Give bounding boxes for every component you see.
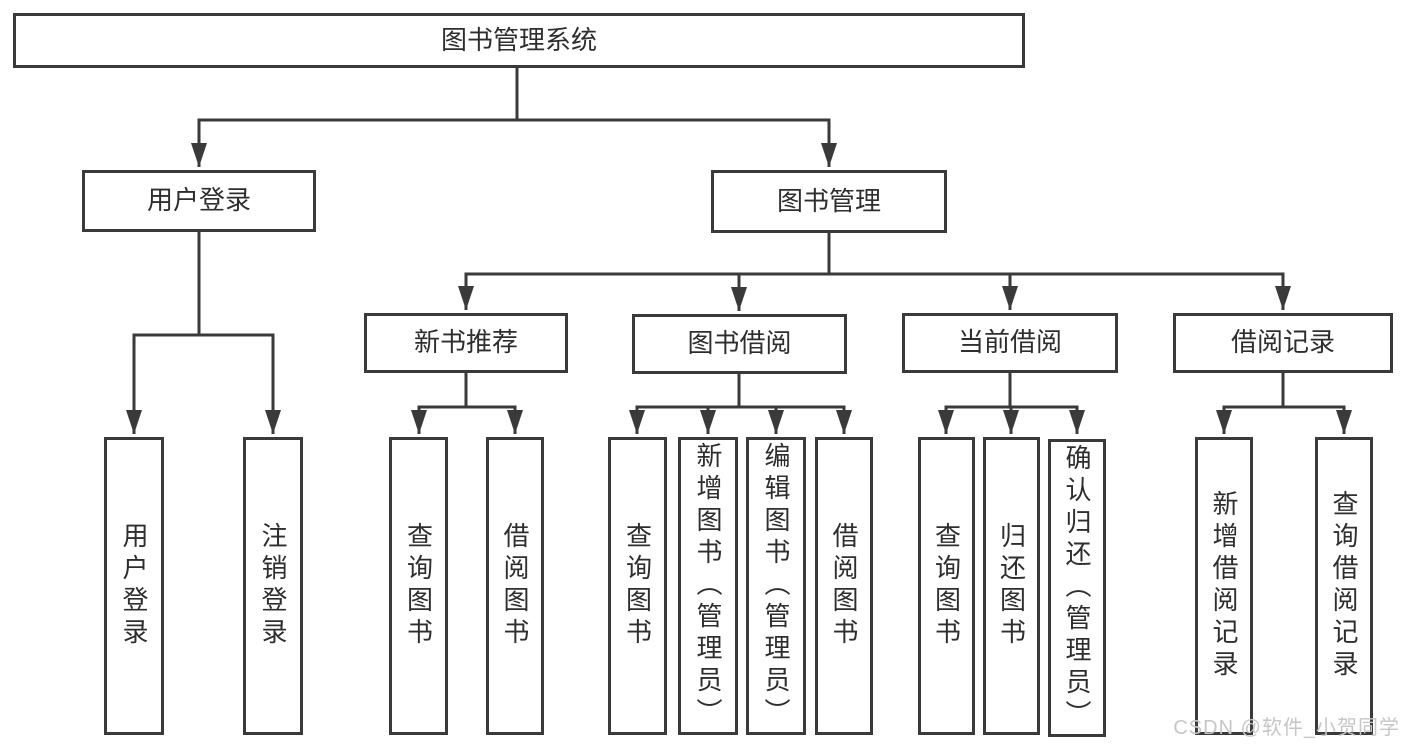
connectors-root-to-level2 [191, 68, 837, 167]
node-root-system: 图书管理系统 [13, 13, 1025, 68]
leaf-logout-login: 注销登录 [243, 437, 303, 735]
connectors-current-borrowing-children [938, 373, 1085, 434]
connectors-borrowing-records-children [1216, 373, 1352, 434]
leaf-bb-add-books-admin: 新增图书（管理员） [678, 437, 738, 735]
leaf-nbr-query-books: 查询图书 [389, 437, 448, 735]
connectors-book-borrowing-children [629, 374, 852, 434]
node-user-login: 用户登录 [82, 170, 316, 232]
leaf-nbr-borrow-books: 借阅图书 [486, 437, 544, 735]
node-book-borrowing: 图书借阅 [632, 314, 847, 374]
leaf-cb-return-books: 归还图书 [983, 437, 1040, 735]
connectors-book-management-sections [458, 233, 1291, 311]
leaf-br-add-borrow-record: 新增借阅记录 [1195, 437, 1253, 735]
leaf-cb-confirm-return-admin: 确认归还（管理员） [1048, 439, 1106, 737]
csdn-watermark: CSDN @软件_小贺同学 [1173, 717, 1400, 739]
leaf-bb-query-books: 查询图书 [608, 437, 667, 735]
leaf-bb-borrow-books: 借阅图书 [815, 437, 873, 735]
connectors-user-login-children [126, 232, 281, 434]
connectors-new-book-recommendation-children [411, 373, 523, 434]
leaf-user-login: 用户登录 [104, 437, 164, 735]
node-current-borrowing: 当前借阅 [902, 313, 1118, 373]
leaf-bb-edit-books-admin: 编辑图书（管理员） [746, 437, 806, 735]
node-book-management: 图书管理 [711, 170, 947, 233]
node-new-book-recommendation: 新书推荐 [364, 313, 568, 373]
leaf-br-query-borrow-record: 查询借阅记录 [1315, 437, 1373, 735]
node-borrowing-records: 借阅记录 [1173, 313, 1393, 373]
leaf-cb-query-books: 查询图书 [918, 437, 975, 735]
